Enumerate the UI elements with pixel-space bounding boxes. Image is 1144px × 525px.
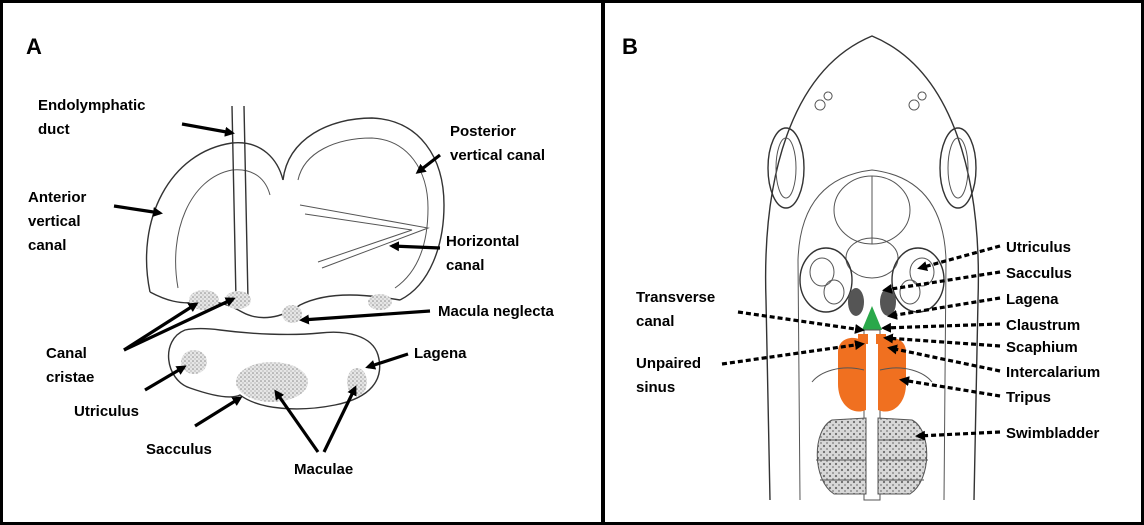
arrow-b-sacculus: [885, 272, 1000, 290]
label-anterior-canal-2: vertical: [28, 213, 81, 230]
arrow-canal-cristae-2: [124, 299, 233, 350]
label-b-lagena: Lagena: [1006, 291, 1059, 308]
arrow-maculae-2: [324, 388, 355, 452]
arrow-anterior-canal: [114, 206, 160, 213]
arrow-sacculus: [195, 398, 240, 426]
lagenar-macula: [347, 368, 367, 396]
macula-neglecta-patch: [282, 305, 302, 323]
label-posterior-canal-2: vertical canal: [450, 147, 545, 164]
arrow-b-lagena: [890, 298, 1000, 316]
arrow-utriculus: [145, 367, 184, 390]
panel-b: B: [622, 34, 1100, 500]
label-horizontal-canal: Horizontal: [446, 233, 519, 250]
label-b-unpaired-sinus-2: sinus: [636, 379, 675, 396]
label-posterior-canal: Posterior: [450, 123, 516, 140]
panel-a-letter: A: [26, 34, 42, 59]
crista-horizontal: [368, 294, 392, 310]
label-sacculus: Sacculus: [146, 441, 212, 458]
arrow-lagena: [368, 354, 408, 367]
label-b-swimbladder: Swimbladder: [1006, 425, 1100, 442]
label-canal-cristae-2: cristae: [46, 369, 94, 386]
label-endolymphatic-duct-2: duct: [38, 121, 70, 138]
utricular-macula: [181, 350, 207, 374]
arrow-b-swimbladder: [918, 432, 1000, 436]
arrow-macula-neglecta: [302, 311, 430, 320]
panel-a: A: [26, 34, 555, 478]
label-b-unpaired-sinus: Unpaired: [636, 355, 701, 372]
label-anterior-canal: Anterior: [28, 189, 87, 206]
label-anterior-canal-3: canal: [28, 237, 66, 254]
arrow-endolymphatic-duct: [182, 124, 232, 133]
label-b-scaphium: Scaphium: [1006, 339, 1078, 356]
label-b-claustrum: Claustrum: [1006, 317, 1080, 334]
swimbladder-right: [878, 418, 927, 494]
tripus-left: [838, 338, 866, 412]
label-b-sacculus: Sacculus: [1006, 265, 1072, 282]
label-b-utriculus: Utriculus: [1006, 239, 1071, 256]
arrow-b-transverse-canal: [738, 312, 862, 330]
label-endolymphatic-duct: Endolymphatic: [38, 97, 146, 114]
swimbladder-left: [817, 418, 866, 494]
arrow-horizontal-canal: [392, 246, 440, 248]
label-b-transverse-canal: Transverse: [636, 289, 715, 306]
label-utriculus: Utriculus: [74, 403, 139, 420]
label-canal-cristae: Canal: [46, 345, 87, 362]
label-b-transverse-canal-2: canal: [636, 313, 674, 330]
arrow-b-tripus: [902, 380, 1000, 396]
panel-b-letter: B: [622, 34, 638, 59]
catfish-drawing: [766, 36, 979, 500]
label-horizontal-canal-2: canal: [446, 257, 484, 274]
label-b-tripus: Tripus: [1006, 389, 1051, 406]
label-lagena: Lagena: [414, 345, 467, 362]
label-macula-neglecta: Macula neglecta: [438, 303, 555, 320]
saccular-macula: [236, 362, 308, 402]
label-b-intercalarium: Intercalarium: [1006, 364, 1100, 381]
label-maculae: Maculae: [294, 461, 353, 478]
arrow-canal-cristae-1: [124, 304, 196, 350]
arrow-maculae-1: [276, 392, 318, 452]
arrow-b-claustrum: [884, 324, 1000, 328]
inner-ear-drawing: [147, 106, 444, 409]
transverse-canal-highlight: [862, 306, 882, 330]
